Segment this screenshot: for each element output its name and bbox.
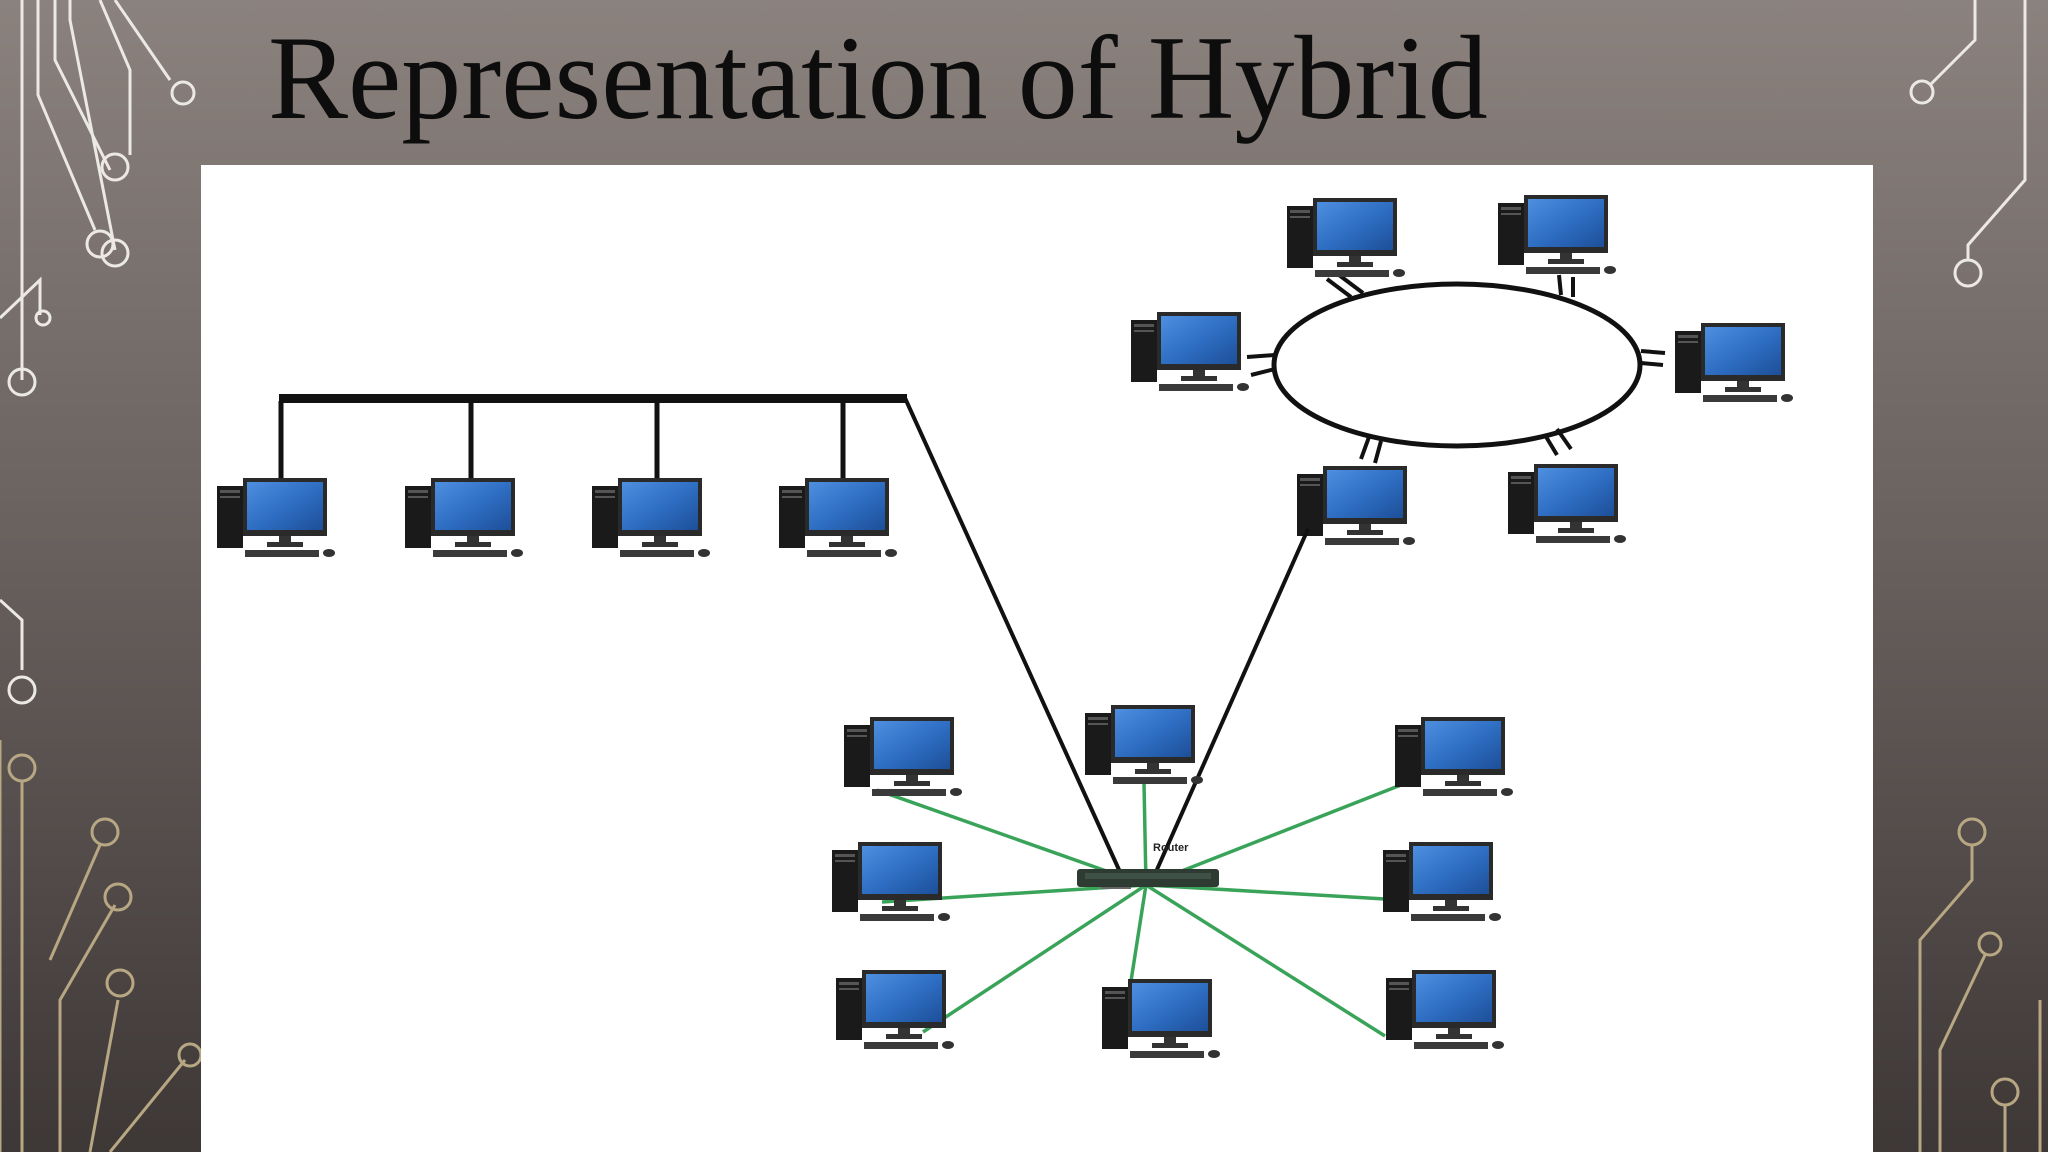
desktop-computer-icon <box>1131 312 1249 391</box>
desktop-computer-icon <box>592 478 710 557</box>
desktop-computer-icon <box>1395 717 1513 796</box>
desktop-computer-icon <box>217 478 335 557</box>
desktop-computer-icon <box>779 478 897 557</box>
desktop-computer-icon <box>1383 842 1501 921</box>
router-icon <box>1077 869 1219 889</box>
desktop-computer-icon <box>1085 705 1203 784</box>
desktop-computer-icon <box>1498 195 1616 274</box>
desktop-computer-icon <box>1102 979 1220 1058</box>
desktop-computer-icon <box>1508 464 1626 543</box>
desktop-computer-icon <box>405 478 523 557</box>
bus-topology <box>217 394 907 557</box>
bus-backbone-cable <box>279 394 907 403</box>
desktop-computer-icon <box>832 842 950 921</box>
desktop-computer-icon <box>836 970 954 1049</box>
desktop-computer-icon <box>844 717 962 796</box>
bus-drop-cables <box>278 401 846 478</box>
ring-cable <box>1271 281 1643 449</box>
desktop-computer-icon <box>1297 466 1415 545</box>
ring-topology <box>1131 195 1793 545</box>
router-label: Router <box>1153 842 1189 854</box>
desktop-computer-icon <box>1287 198 1405 277</box>
hybrid-topology-diagram: Router <box>217 195 1793 1058</box>
slide-title: Representation of Hybrid <box>268 11 1488 144</box>
hybrid-topology-figure: Router <box>201 165 1873 1152</box>
desktop-computer-icon <box>1675 323 1793 402</box>
trunk-links <box>903 397 1310 884</box>
star-topology: Router <box>832 705 1513 1058</box>
ring-drop-cables <box>1246 273 1666 464</box>
desktop-computer-icon <box>1386 970 1504 1049</box>
